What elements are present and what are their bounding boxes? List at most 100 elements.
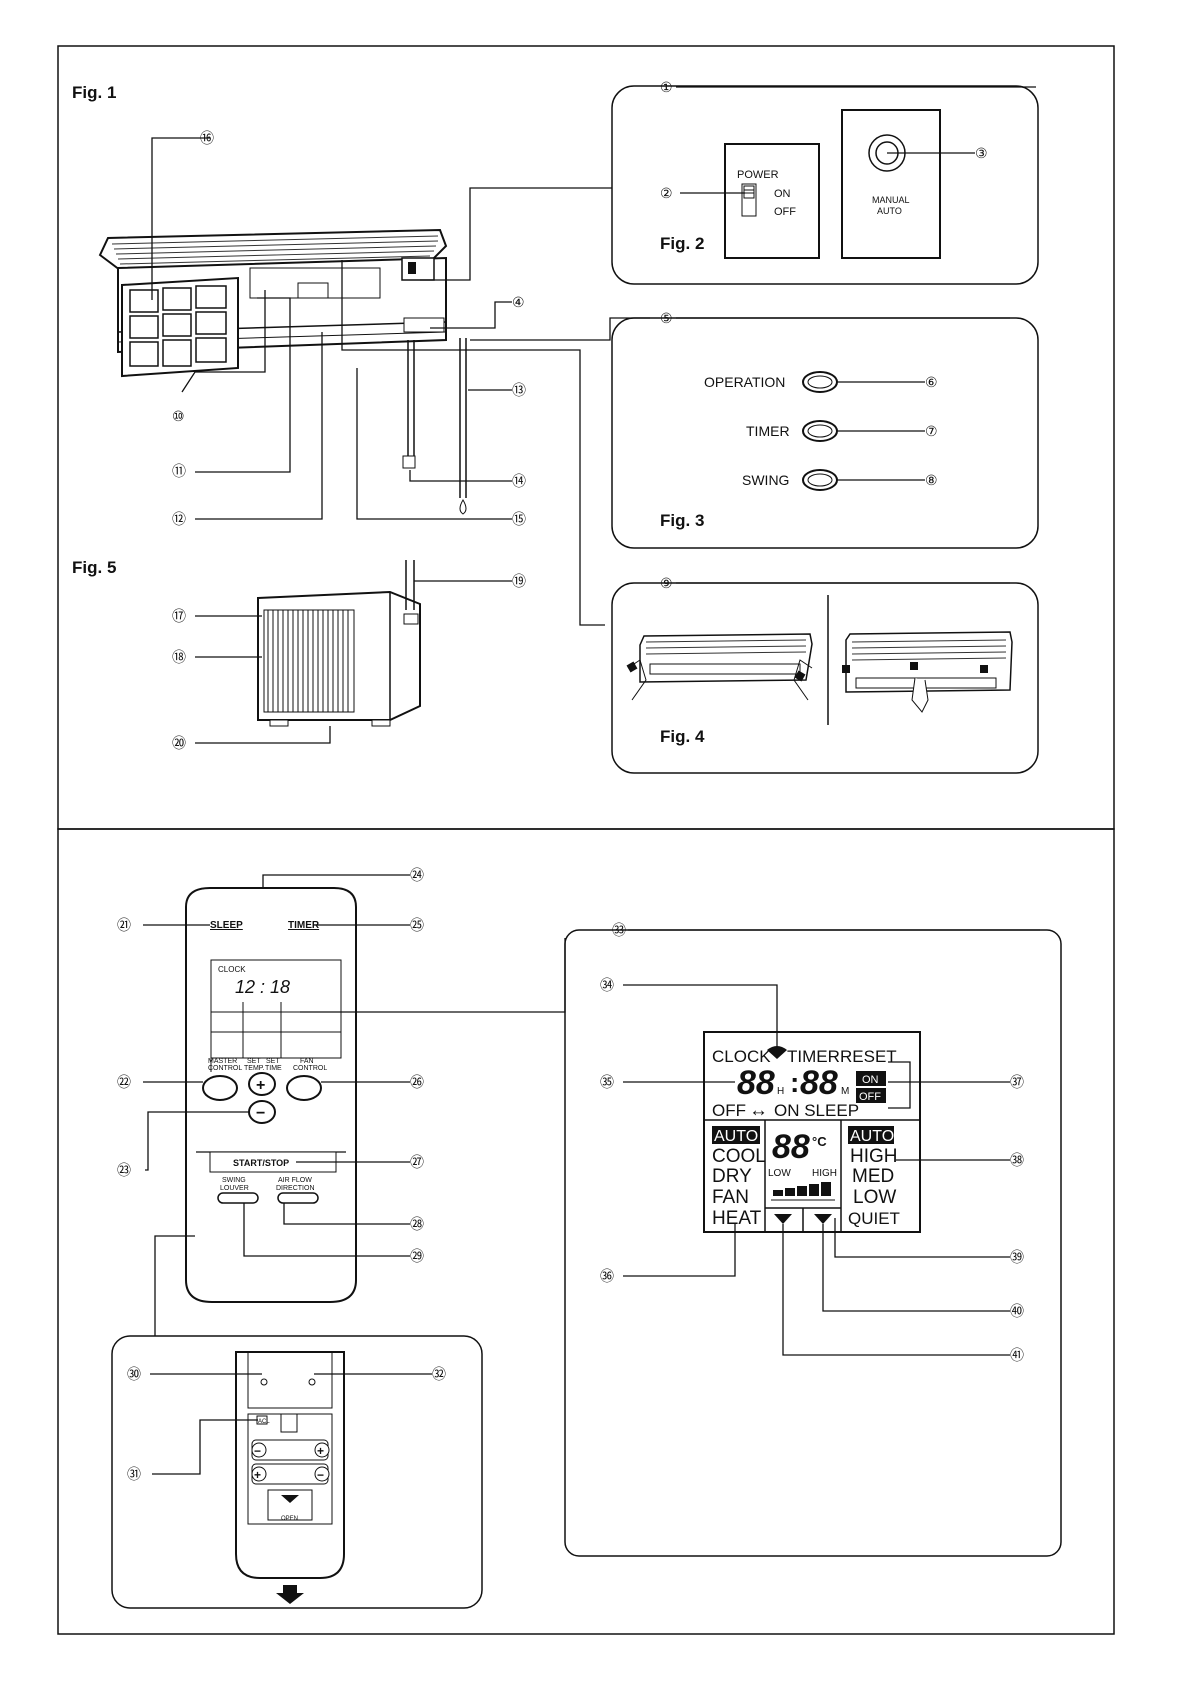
remote-clock-label: CLOCK (218, 965, 246, 974)
auto-label: AUTO (877, 206, 902, 216)
indicator-triangle-right (814, 1214, 832, 1224)
lcd-fan-auto: AUTO (850, 1128, 894, 1145)
remote-control: SLEEP TIMER CLOCK 12 : 18 MASTER CONTROL… (185, 887, 357, 1303)
battery-compartment-inset: ACL − + + − OPEN (111, 1335, 483, 1609)
callout-26: ㉖ (410, 1074, 424, 1090)
callout-29: ㉙ (410, 1248, 424, 1264)
battery-callouts: ㉚ ㉜ ㉛ (127, 1366, 446, 1482)
master-control-label-1: MASTER (208, 1058, 237, 1065)
plus-label: + (256, 1077, 265, 1094)
lcd-timer-label: TIMER (787, 1047, 840, 1066)
lcd-mode-dry: DRY (712, 1166, 752, 1187)
set-time-label-1: SET (266, 1058, 280, 1065)
callout-28: ㉘ (410, 1216, 424, 1232)
minus-label: − (256, 1105, 265, 1122)
fan-control-label-2: CONTROL (293, 1065, 327, 1072)
svg-text:−: − (317, 1468, 324, 1482)
lcd-temp-digits: 88 (772, 1128, 810, 1166)
callout-8: ⑧ (925, 472, 938, 488)
lcd-deg-c: °C (812, 1134, 827, 1149)
air-flow-label-2: DIRECTION (276, 1185, 315, 1192)
lcd-reset-label: RESET (840, 1047, 897, 1066)
callout-16: ⑯ (200, 130, 214, 146)
fan-control-button[interactable] (286, 1075, 322, 1101)
svg-text:−: − (254, 1444, 261, 1458)
callout-2: ② (660, 185, 673, 201)
fig3-panel: OPERATION ⑥ TIMER ⑦ SWING ⑧ Fig. 3 ⑤ (611, 310, 1039, 549)
start-stop-label: START/STOP (233, 1158, 289, 1168)
fig5-leader-lines (195, 580, 512, 744)
set-temp-label-2: TEMP. (244, 1065, 265, 1072)
callout-18: ⑱ (172, 649, 186, 665)
callout-15: ⑮ (512, 511, 526, 527)
callout-1: ① (660, 79, 673, 95)
callout-32: ㉜ (432, 1366, 446, 1382)
fig1-label: Fig. 1 (72, 83, 116, 102)
timer-label: TIMER (746, 423, 790, 439)
lcd-colon: : (790, 1067, 799, 1098)
callout-4: ④ (512, 294, 525, 310)
callout-19: ⑲ (512, 573, 526, 589)
set-temp-label-1: SET (247, 1058, 261, 1065)
callout-37: ㊲ (1010, 1074, 1024, 1090)
fan-control-label-1: FAN (300, 1058, 314, 1065)
callout-9: ⑨ (660, 575, 673, 591)
lcd-fan-quiet: QUIET (848, 1209, 900, 1228)
callout-11: ⑪ (172, 463, 186, 479)
fig4-panel: ⑨ Fig. 4 (611, 575, 1039, 774)
master-control-label-2: CONTROL (208, 1065, 242, 1072)
timer-button[interactable]: TIMER (288, 920, 320, 931)
callout-35: ㉟ (600, 1074, 614, 1090)
callout-13: ⑬ (512, 382, 526, 398)
fan-level-bars (773, 1182, 831, 1196)
lcd-fan-low: LOW (853, 1187, 896, 1208)
lcd-fan-high: HIGH (850, 1146, 898, 1167)
fig1-callouts: ⑯ ⑩ ⑪ ⑫ ④ ⑬ ⑭ ⑮ (172, 130, 526, 527)
sleep-button[interactable]: SLEEP (210, 920, 243, 931)
manual-label: MANUAL (872, 195, 910, 205)
callout-23: ㉓ (117, 1162, 131, 1178)
fig2-label: Fig. 2 (660, 234, 704, 253)
callout-34: ㉞ (600, 977, 614, 993)
fig2-panel: ① POWER ON OFF Fig. 2 MANUAL AUTO ③ ② (611, 79, 1039, 285)
callout-39: ㊴ (1010, 1249, 1024, 1265)
lcd-on-sleep-label: ON SLEEP (774, 1101, 859, 1120)
plus-button[interactable] (248, 1072, 276, 1096)
callout-14: ⑭ (512, 473, 526, 489)
callout-21: ㉑ (117, 917, 131, 933)
remote-clock-time: 12 : 18 (235, 977, 290, 997)
swing-louver-label-2: LOUVER (220, 1185, 249, 1192)
lcd-clock-label: CLOCK (712, 1047, 771, 1066)
fig1-leader-lines (151, 137, 650, 626)
lcd-minutes-digits: 88 (800, 1064, 838, 1102)
lcd-mode-fan: FAN (712, 1187, 749, 1208)
indoor-unit-illustration (98, 228, 467, 515)
swing-louver-label-1: SWING (222, 1177, 246, 1184)
master-control-button[interactable] (202, 1075, 238, 1101)
callout-33: ㉝ (612, 922, 626, 938)
lcd-on-indicator: ON (862, 1074, 879, 1086)
operation-label: OPERATION (704, 374, 785, 390)
swing-louver-button[interactable] (217, 1192, 259, 1204)
remote-callouts: ㉔ ㉑ ㉕ ㉒ ㉖ ㉓ ㉗ ㉘ ㉙ (117, 867, 424, 1264)
callout-5: ⑤ (660, 310, 673, 326)
lcd-fan-med: MED (852, 1166, 894, 1187)
lcd-arrow: ↔ (749, 1100, 768, 1121)
lcd-hours-digits: 88 (737, 1064, 775, 1102)
lcd-m-label: M (841, 1086, 849, 1097)
air-flow-button[interactable] (277, 1192, 319, 1204)
lcd-high-label: HIGH (812, 1168, 837, 1179)
lcd-detail-panel: ㉝ CLOCK TIMER RESET 88 H : 88 M ON OFF O… (564, 922, 1062, 1557)
lcd-mode-auto: AUTO (714, 1128, 758, 1145)
open-label: OPEN (281, 1516, 298, 1522)
power-off-label: OFF (774, 206, 796, 218)
lcd-off-indicator: OFF (859, 1091, 881, 1103)
callout-24: ㉔ (410, 867, 424, 883)
callout-17: ⑰ (172, 608, 186, 624)
callout-27: ㉗ (410, 1154, 424, 1170)
callout-22: ㉒ (117, 1074, 131, 1090)
bottom-panel-frame (57, 828, 1115, 1635)
fig5-label: Fig. 5 (72, 558, 116, 577)
